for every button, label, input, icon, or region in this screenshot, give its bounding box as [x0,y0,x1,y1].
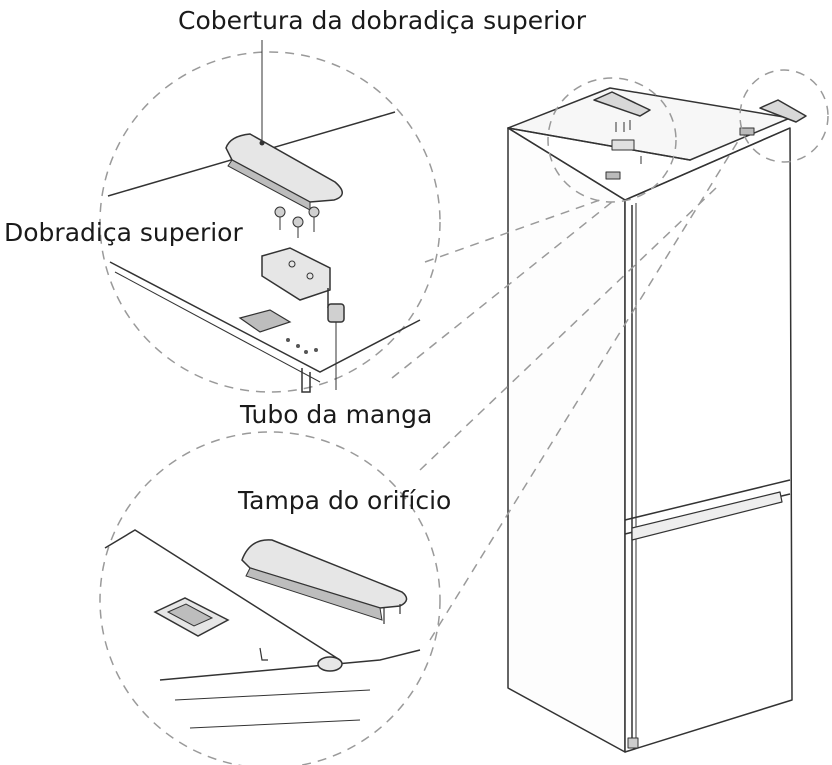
fridge-top-front-edge [507,127,626,201]
fridge-hinge-cover-part [593,91,651,117]
upper-hinge-peg [301,368,311,393]
fridge-handle-recess [631,491,783,541]
upper-screws-icon [274,206,320,238]
upper-sleeve-tube-icon [327,303,345,323]
fridge-hole-cover-part [759,99,807,123]
upper-detail [99,40,441,393]
lower-front-edge-2 [174,689,371,701]
fridge-hinge-slot [605,171,621,180]
upper-slot-icon [238,309,292,333]
lower-detail-circle [99,431,441,765]
fridge-screws [615,120,642,164]
label-hole-cover: Tampa do orifício [238,486,452,515]
lower-front-edge-3 [189,719,361,729]
lower-front-edge [159,649,421,681]
lower-top-edge [104,529,341,661]
label-top-hinge: Dobradiça superior [4,218,243,247]
fridge-hinge-bracket [611,139,635,151]
label-top-hinge-cover: Cobertura da dobradiça superior [178,6,586,35]
upper-front-edge [109,261,421,373]
upper-hinge-cover-icon [225,133,343,203]
refrigerator [507,87,807,753]
fridge-lower-hinge [627,737,639,749]
fridge-right-slot [739,127,755,136]
lower-hole-icon [317,656,343,672]
fridge-left-side [507,127,691,161]
lower-detail [99,431,441,765]
upper-detail-circle [99,51,441,393]
fridge-callout-right [739,69,829,163]
fridge-callout-left [547,77,677,203]
label-sleeve-tube: Tubo da manga [240,400,433,429]
fridge-left-panel [507,127,626,753]
fridge-callouts [391,69,829,641]
lower-hole-cover-edge [245,567,383,621]
fridge-door-split [624,479,791,521]
upper-front-edge-2 [114,271,321,383]
fridge-front [624,127,793,753]
upper-hinge-bracket-icon [261,247,331,301]
